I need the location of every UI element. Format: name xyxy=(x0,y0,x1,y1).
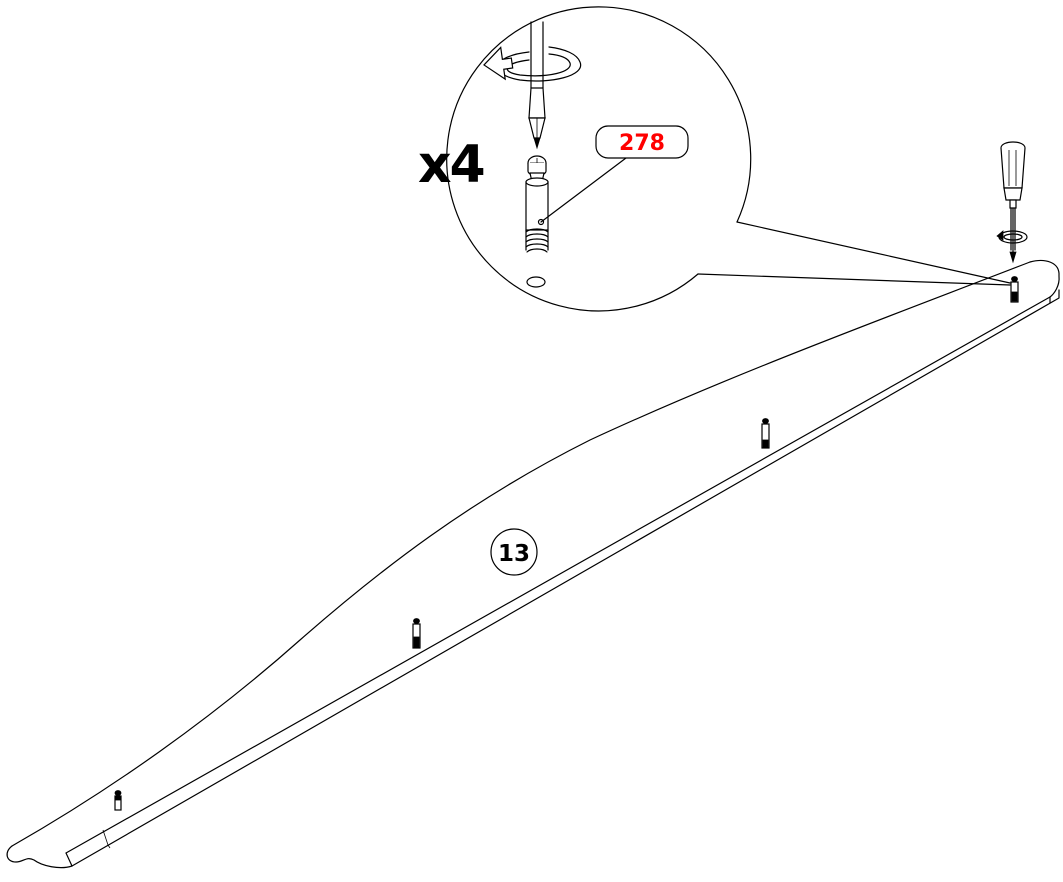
cam-bolt-thread xyxy=(525,228,549,253)
quantity-label: x4 xyxy=(418,135,484,195)
cam-bolt-middle xyxy=(761,418,770,449)
part-callout: 278 xyxy=(540,125,689,223)
cam-bolt-end xyxy=(114,790,122,811)
screwdriver-icon xyxy=(1000,141,1026,264)
rotate-clockwise-icon xyxy=(483,46,582,82)
screwdriver-tip-detail xyxy=(528,21,546,150)
cam-bolt-left xyxy=(412,618,421,649)
rotate-clockwise-icon xyxy=(996,230,1028,244)
panel-13 xyxy=(6,259,1060,869)
part-number-label: 278 xyxy=(619,131,665,156)
detail-magnifier xyxy=(446,6,1011,312)
panel-number-badge: 13 xyxy=(490,528,538,576)
cam-bolt-icon xyxy=(525,155,549,288)
cam-bolt-right xyxy=(1010,276,1019,303)
panel-number-label: 13 xyxy=(498,541,530,567)
